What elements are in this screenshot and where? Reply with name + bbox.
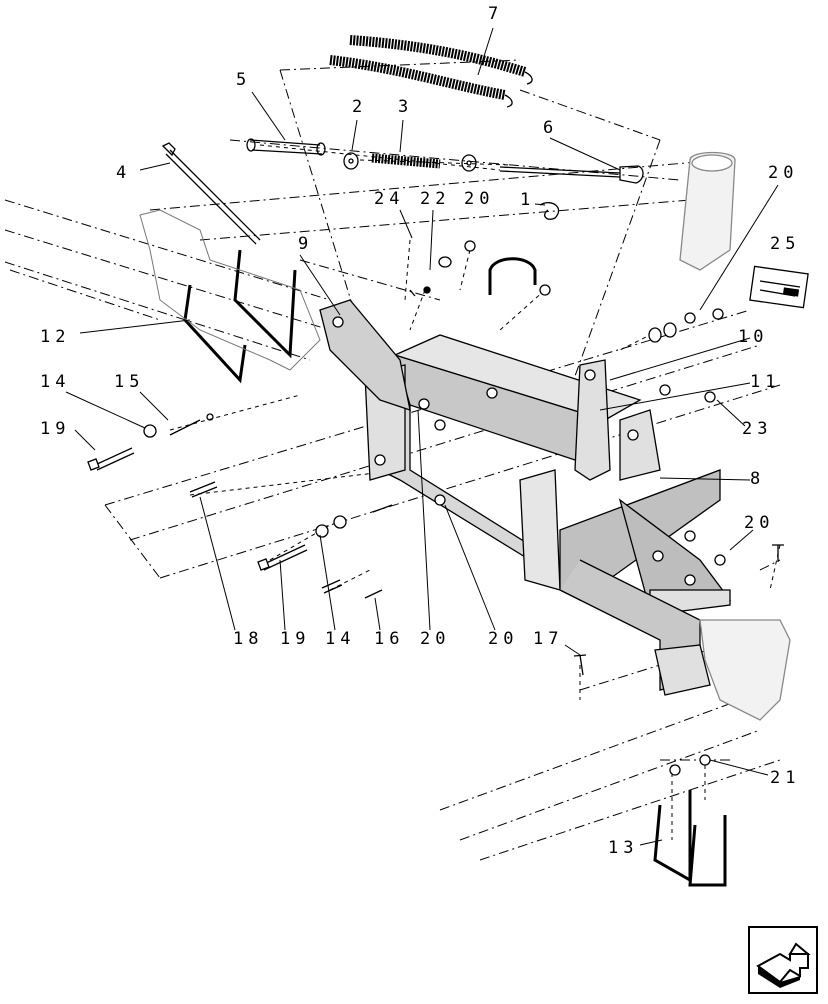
u-bolts-left [183, 249, 297, 384]
callout-label: 14 [40, 372, 71, 392]
callout-label: 23 [742, 419, 773, 439]
u-bolts-bottom [653, 790, 727, 887]
callout-label: 17 [533, 629, 564, 649]
callout-label: 22 [420, 189, 451, 209]
callout-label: 5 [236, 70, 252, 90]
callout-label: 7 [488, 4, 504, 24]
callout-label: 19 [40, 419, 71, 439]
small-spring [371, 153, 441, 169]
nuts [418, 240, 726, 776]
callout-label: 1 [520, 190, 536, 210]
decal-label [749, 265, 809, 309]
callout-label: 20 [768, 163, 799, 183]
callout-label: 3 [398, 97, 414, 117]
callout-label: 20 [464, 189, 495, 209]
callout-label: 4 [116, 163, 132, 183]
callout-label: 9 [298, 234, 314, 254]
callout-label: 2 [352, 97, 368, 117]
callout-label: 25 [770, 234, 801, 254]
callout-label: 24 [374, 189, 405, 209]
pin-tube [246, 138, 326, 156]
callout-label: 10 [738, 327, 769, 347]
callout-label: 20 [488, 629, 519, 649]
callout-label: 12 [40, 327, 71, 347]
callout-label: 15 [114, 372, 145, 392]
bolts [87, 286, 784, 676]
callout-label: 6 [543, 118, 559, 138]
callout-label: 14 [325, 629, 356, 649]
center-u-handle [488, 257, 537, 295]
callout-label: 13 [608, 838, 639, 858]
callout-label: 11 [750, 372, 781, 392]
callout-label: 8 [750, 469, 766, 489]
main-frame [319, 151, 791, 721]
callout-leaders [65, 27, 779, 846]
callout-label: 20 [420, 629, 451, 649]
washers [343, 152, 477, 172]
flat-washers [143, 256, 677, 538]
callout-label: 20 [744, 513, 775, 533]
callout-label: 19 [280, 629, 311, 649]
arrow-next-icon [756, 942, 811, 988]
spring-pair [329, 35, 533, 108]
callout-label: 21 [770, 768, 801, 788]
callout-label: 16 [374, 629, 405, 649]
adjusting-rod [499, 165, 644, 184]
callout-label: 18 [233, 629, 264, 649]
left-mount-bracket [139, 209, 321, 371]
hair-pin-clip [539, 202, 560, 220]
long-bolt [161, 142, 261, 245]
next-page-button[interactable] [748, 926, 818, 994]
